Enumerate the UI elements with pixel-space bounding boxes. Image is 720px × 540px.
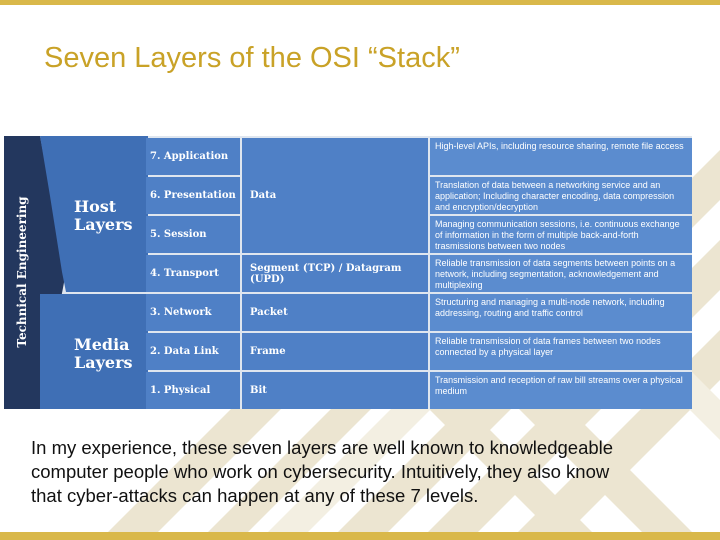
layer-desc-network: Structuring and managing a multi-node ne…	[430, 294, 692, 331]
layer-desc-session: Managing communication sessions, i.e. co…	[430, 216, 692, 253]
layer-name-presentation: 6. Presentation	[146, 177, 240, 214]
bottom-accent-bar	[0, 532, 720, 540]
layer-desc-presentation: Translation of data between a networking…	[430, 177, 692, 214]
data-unit-transport: Segment (TCP) / Datagram (UPD)	[242, 255, 428, 292]
host-layers-group: Host Layers	[40, 136, 148, 292]
layer-desc-application: High-level APIs, including resource shar…	[430, 138, 692, 175]
slide-caption: In my experience, these seven layers are…	[31, 436, 691, 508]
layer-desc-physical: Transmission and reception of raw bill s…	[430, 372, 692, 409]
data-unit-host-upper: Data	[242, 138, 428, 253]
osi-layers-diagram: Technical Engineering Host Layers Media …	[4, 136, 692, 409]
caption-line: computer people who work on cybersecurit…	[31, 461, 610, 482]
media-layers-group: Media Layers	[40, 294, 148, 409]
caption-line: that cyber-attacks can happen at any of …	[31, 485, 479, 506]
layer-name-physical: 1. Physical	[146, 372, 240, 409]
top-accent-bar	[0, 0, 720, 5]
layer-desc-data-link: Reliable transmission of data frames bet…	[430, 333, 692, 370]
data-unit-data-link: Frame	[242, 333, 428, 370]
host-layers-label: Host Layers	[74, 197, 133, 234]
data-unit-network: Packet	[242, 294, 428, 331]
media-layers-label: Media Layers	[74, 335, 133, 372]
caption-line: In my experience, these seven layers are…	[31, 437, 614, 458]
layer-name-data-link: 2. Data Link	[146, 333, 240, 370]
data-unit-physical: Bit	[242, 372, 428, 409]
layer-name-network: 3. Network	[146, 294, 240, 331]
side-label: Technical Engineering	[15, 196, 29, 348]
layer-desc-transport: Reliable transmission of data segments b…	[430, 255, 692, 292]
layer-name-application: 7. Application	[146, 138, 240, 175]
layer-name-transport: 4. Transport	[146, 255, 240, 292]
slide-title: Seven Layers of the OSI “Stack”	[44, 42, 460, 74]
layer-name-session: 5. Session	[146, 216, 240, 253]
